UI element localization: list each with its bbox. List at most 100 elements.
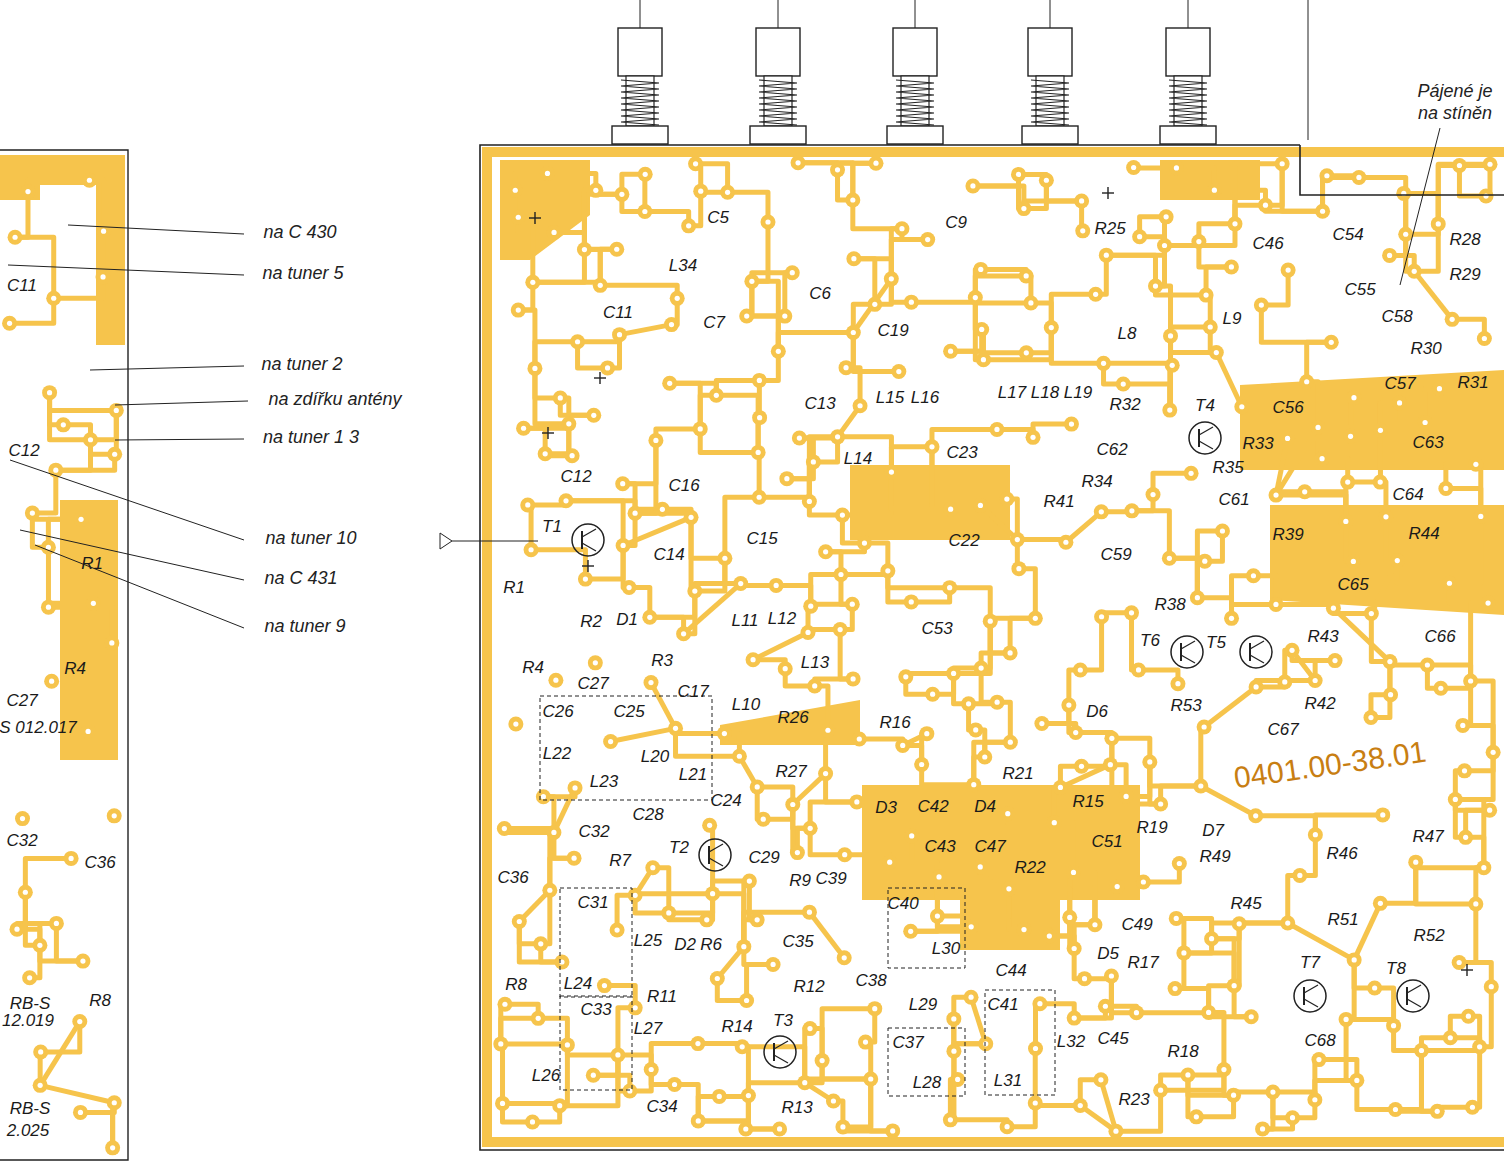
pad-hole <box>698 189 703 194</box>
pad-hole <box>688 515 693 520</box>
transistor-lead <box>1250 655 1264 663</box>
pad-hole <box>660 507 665 512</box>
pad-hole <box>1006 886 1011 891</box>
solder-pad <box>664 317 679 332</box>
transistor-base <box>708 846 710 864</box>
copper-track <box>975 276 1026 298</box>
solder-pad <box>1408 855 1423 870</box>
solder-pad <box>1349 1073 1364 1088</box>
solder-pad <box>898 669 913 684</box>
pad-hole <box>835 167 840 172</box>
pad-ring <box>690 1036 705 1051</box>
pad-ring <box>983 614 998 629</box>
solder-pad <box>527 361 542 376</box>
pad-hole <box>693 161 698 166</box>
solder-pad <box>1258 198 1273 213</box>
copper-track <box>501 1041 568 1047</box>
solder-pad <box>946 666 961 681</box>
pad-ring <box>508 717 523 732</box>
transistor-lead <box>582 543 596 551</box>
solder-pad <box>868 156 883 171</box>
shield-can-outline <box>560 888 632 997</box>
solder-pad <box>1407 264 1422 279</box>
pad-ring <box>83 432 98 447</box>
solder-pad <box>73 1105 88 1120</box>
pad-hole <box>1066 702 1071 707</box>
solder-pad <box>104 635 119 650</box>
solder-pad <box>668 721 683 736</box>
solder-pad <box>1129 1005 1144 1020</box>
pad-ring <box>1088 287 1103 302</box>
pad-ring <box>709 388 724 403</box>
pad-ring <box>968 722 983 737</box>
solder-pad <box>837 847 852 862</box>
copper-track <box>1212 939 1235 986</box>
pad-hole <box>1134 1010 1139 1015</box>
pad-ring <box>1390 553 1405 568</box>
pad-hole <box>698 426 703 431</box>
pad-ring <box>511 210 526 225</box>
pad-hole <box>851 330 856 335</box>
pad-ring <box>1486 745 1501 760</box>
pad-ring <box>977 750 992 765</box>
pad-ring <box>1169 160 1184 175</box>
pad-hole <box>808 826 813 831</box>
pad-hole <box>1008 650 1013 655</box>
pad-hole <box>632 511 637 516</box>
pad-hole <box>840 513 845 518</box>
pad-hole <box>1188 471 1193 476</box>
solder-pad <box>616 538 631 553</box>
solder-pad <box>1438 481 1453 496</box>
pad-hole <box>14 927 19 932</box>
board-outline <box>0 150 128 1160</box>
solder-pad <box>1019 345 1034 360</box>
solder-pad <box>1486 745 1501 760</box>
pad-hole <box>642 209 647 214</box>
pad-ring <box>1099 248 1114 263</box>
pad-ring <box>1255 1121 1270 1136</box>
pad-hole <box>971 782 976 787</box>
pad-hole <box>1044 178 1049 183</box>
solder-pad <box>1216 1062 1231 1077</box>
leader-line <box>8 265 244 275</box>
solder-pad <box>1103 757 1118 772</box>
pad-ring <box>1104 969 1119 984</box>
pad-hole <box>722 556 727 561</box>
pad-hole <box>889 276 894 281</box>
copper-track <box>1414 224 1438 271</box>
pad-hole <box>112 813 117 818</box>
solder-pad <box>1099 248 1114 263</box>
pad-ring <box>561 416 576 431</box>
copper-track <box>840 630 853 679</box>
pad-hole <box>825 728 830 733</box>
pad-ring <box>710 971 725 986</box>
pad-hole <box>872 302 877 307</box>
pad-ring <box>684 510 699 525</box>
solder-pad <box>1269 488 1284 503</box>
pad-hole <box>1208 324 1213 329</box>
copper-pour <box>1240 370 1504 470</box>
pad-ring <box>1418 415 1433 430</box>
pad-ring <box>1204 931 1219 946</box>
shield-can-outline <box>888 1028 965 1096</box>
pad-ring <box>525 1114 540 1129</box>
pad-ring <box>973 262 988 277</box>
solder-pad <box>932 869 947 884</box>
solder-pad <box>1201 1005 1216 1020</box>
pad-hole <box>755 917 760 922</box>
shield-can-outline <box>888 888 965 968</box>
solder-pad <box>105 1140 120 1155</box>
pad-ring <box>1338 514 1353 529</box>
pad-ring <box>1176 945 1191 960</box>
pad-ring <box>1047 815 1062 830</box>
pad-hole <box>1395 558 1400 563</box>
pad-hole <box>948 349 953 354</box>
pad-ring <box>1455 718 1470 733</box>
transistor-symbol <box>1294 980 1326 1012</box>
solder-pad <box>1347 952 1362 967</box>
pad-ring <box>8 230 23 245</box>
copper-track <box>89 180 103 231</box>
solder-pad <box>1016 201 1031 216</box>
solder-pad <box>643 675 658 690</box>
solder-pad <box>687 584 702 599</box>
